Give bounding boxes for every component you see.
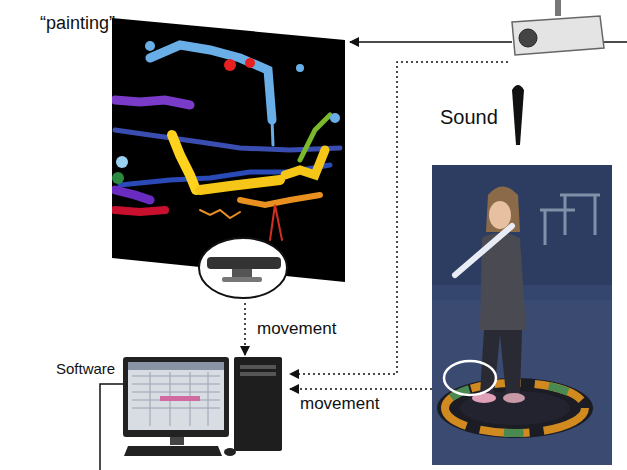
movement-connector — [244, 303, 246, 355]
kinect-stand — [232, 269, 252, 277]
kinect-callout — [199, 238, 287, 298]
computer — [123, 357, 282, 456]
movement-label: movement — [300, 394, 379, 414]
kinect-sensor — [207, 257, 281, 269]
sound-label: Sound — [440, 106, 498, 129]
microphone — [512, 85, 524, 145]
node-text: “painting” — [40, 13, 115, 34]
projector-wire — [604, 41, 627, 43]
painting-strokes — [112, 41, 340, 240]
painting-screen: “painting” — [30, 5, 350, 303]
projection-arrow — [350, 41, 512, 43]
kinect-base — [222, 277, 262, 282]
projector-mount — [555, 0, 561, 16]
software-computer: Software — [52, 355, 287, 460]
projector-lens — [519, 29, 537, 47]
software-wire — [100, 384, 123, 470]
photo — [432, 165, 612, 465]
node-text: Software — [56, 360, 115, 377]
edge-label: movement — [257, 319, 336, 339]
mat-movement-line — [290, 388, 432, 390]
projector-body — [512, 16, 604, 55]
